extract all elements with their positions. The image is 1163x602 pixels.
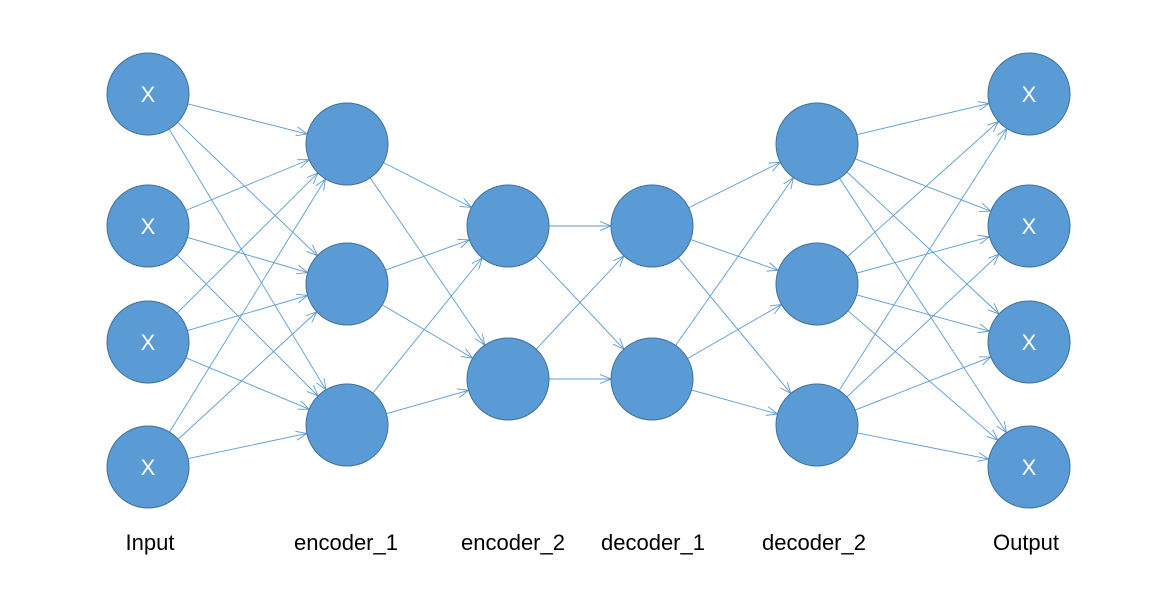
- connection-arrow-encoder-1-3-to-encoder-2-1: [372, 258, 482, 394]
- decoder-1-node-circle: [610, 184, 694, 268]
- connection-arrow-input-1-to-encoder-1-1: [187, 103, 307, 134]
- output-node-label: X: [1022, 82, 1037, 107]
- decoder-2-node-1: [775, 102, 859, 186]
- connection-arrow-input-3-to-encoder-1-1: [176, 173, 318, 314]
- connection-arrow-input-3-to-encoder-1-3: [185, 357, 309, 409]
- output-node-4: X: [987, 425, 1071, 509]
- output-node-circle: [987, 184, 1071, 268]
- input-node-circle: [106, 425, 190, 509]
- decoder-2-layer-label: decoder_2: [762, 530, 866, 555]
- output-node-label: X: [1022, 455, 1037, 480]
- connection-arrow-input-2-to-encoder-1-3: [176, 254, 318, 396]
- decoder-1-layer-label: decoder_1: [601, 530, 705, 555]
- output-node-2: X: [987, 184, 1071, 268]
- connection-arrow-decoder-1-1-to-decoder-2-2: [690, 239, 779, 271]
- encoder-1-node-2: [305, 242, 389, 326]
- connection-arrow-decoder-2-2-to-output-4: [847, 310, 998, 440]
- output-node-circle: [987, 300, 1071, 384]
- connection-arrow-decoder-2-2-to-output-3: [856, 294, 990, 331]
- connection-arrow-decoder-2-1-to-output-4: [839, 178, 1007, 432]
- input-node-circle: [106, 300, 190, 384]
- input-node-circle: [106, 184, 190, 268]
- encoder-2-node-2: [466, 337, 550, 421]
- input-node-label: X: [141, 455, 156, 480]
- decoder-2-node-circle: [775, 383, 859, 467]
- decoder-2-node-2: [775, 242, 859, 326]
- output-node-circle: [987, 52, 1071, 136]
- connection-arrow-encoder-1-3-to-encoder-2-2: [386, 390, 468, 415]
- connections-group: [168, 103, 1007, 459]
- decoder-1-node-circle: [610, 337, 694, 421]
- decoder-2-node-circle: [775, 242, 859, 326]
- connection-arrow-decoder-2-3-to-output-2: [846, 254, 999, 398]
- connection-arrow-encoder-2-2-to-decoder-1-1: [535, 256, 624, 350]
- encoder-1-node-1: [305, 102, 389, 186]
- encoder-2-node-circle: [466, 184, 550, 268]
- input-node-3: X: [106, 300, 190, 384]
- connection-arrow-input-3-to-encoder-1-2: [187, 295, 307, 331]
- connection-arrow-decoder-2-2-to-output-1: [847, 121, 999, 257]
- decoder-1-node-2: [610, 337, 694, 421]
- connection-arrow-encoder-1-1-to-encoder-2-1: [383, 162, 472, 208]
- input-node-label: X: [141, 214, 156, 239]
- encoder-1-node-3: [305, 383, 389, 467]
- encoder-1-layer-label: encoder_1: [294, 530, 398, 555]
- connection-arrow-input-4-to-encoder-1-1: [169, 179, 326, 433]
- connection-arrow-decoder-2-2-to-output-2: [856, 237, 990, 274]
- connection-arrow-decoder-2-1-to-output-3: [846, 171, 999, 314]
- connection-arrow-input-1-to-encoder-1-2: [177, 121, 318, 255]
- connection-arrow-decoder-2-3-to-output-1: [838, 129, 1007, 391]
- connection-arrow-decoder-1-2-to-decoder-2-2: [687, 304, 782, 359]
- connection-arrow-input-4-to-encoder-1-3: [188, 433, 307, 459]
- connection-arrow-decoder-1-2-to-decoder-2-1: [675, 178, 794, 346]
- encoder-1-node-circle: [305, 242, 389, 326]
- connection-arrow-decoder-2-1-to-output-2: [855, 158, 991, 211]
- input-node-4: X: [106, 425, 190, 509]
- connection-arrow-input-4-to-encoder-1-2: [177, 312, 317, 440]
- output-node-label: X: [1022, 214, 1037, 239]
- connection-arrow-decoder-2-3-to-output-4: [857, 432, 989, 459]
- input-node-label: X: [141, 330, 156, 355]
- decoder-1-node-1: [610, 184, 694, 268]
- encoder-1-node-circle: [305, 102, 389, 186]
- input-node-2: X: [106, 184, 190, 268]
- connection-arrow-encoder-1-2-to-encoder-2-2: [382, 304, 472, 358]
- connection-arrow-decoder-1-1-to-decoder-2-3: [677, 257, 791, 394]
- input-layer-label: Input: [126, 530, 175, 555]
- connection-arrow-input-2-to-encoder-1-2: [187, 237, 307, 272]
- encoder-2-node-1: [466, 184, 550, 268]
- connection-arrow-decoder-1-2-to-decoder-2-3: [691, 389, 777, 414]
- connection-arrow-decoder-2-3-to-output-3: [855, 357, 991, 411]
- output-node-circle: [987, 425, 1071, 509]
- input-node-circle: [106, 52, 190, 136]
- encoder-1-node-circle: [305, 383, 389, 467]
- output-node-label: X: [1022, 330, 1037, 355]
- encoder-2-node-circle: [466, 337, 550, 421]
- output-node-1: X: [987, 52, 1071, 136]
- nodes-group: X X X X X X X X: [106, 52, 1071, 509]
- encoder-2-layer-label: encoder_2: [461, 530, 565, 555]
- connection-arrow-encoder-1-2-to-encoder-2-1: [385, 240, 470, 271]
- connection-arrow-input-2-to-encoder-1-1: [185, 160, 309, 211]
- layer-labels-group: Input encoder_1 encoder_2 decoder_1 decoder_…: [126, 530, 1059, 555]
- decoder-2-node-3: [775, 383, 859, 467]
- connection-arrow-decoder-2-1-to-output-1: [856, 103, 989, 136]
- connection-arrow-encoder-1-1-to-encoder-2-2: [369, 177, 485, 345]
- input-node-1: X: [106, 52, 190, 136]
- connection-arrow-input-1-to-encoder-1-3: [168, 128, 326, 390]
- output-node-3: X: [987, 300, 1071, 384]
- decoder-2-node-circle: [775, 102, 859, 186]
- input-node-label: X: [141, 82, 156, 107]
- output-layer-label: Output: [993, 530, 1059, 555]
- connection-arrow-decoder-1-1-to-decoder-2-1: [688, 162, 781, 209]
